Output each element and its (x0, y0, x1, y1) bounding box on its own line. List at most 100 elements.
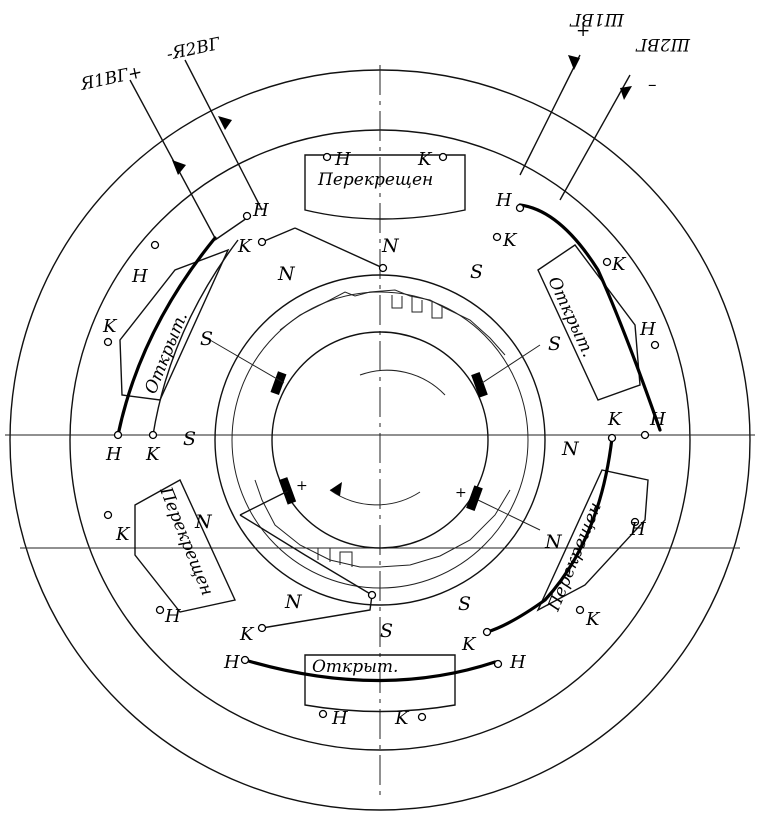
label-ul-h2: H (131, 266, 148, 287)
terminal-left-k (148, 430, 158, 440)
terminal-ur2-k (602, 257, 612, 267)
label-bl-h: H (223, 652, 240, 673)
pole-label-s-left: S (183, 428, 196, 450)
terminal-lr-h (630, 517, 640, 527)
pole-label-s-bottom: S (380, 620, 393, 642)
coil-label-top: Перекрещен (317, 170, 433, 190)
pole-upper-left (119, 248, 230, 401)
pole-upper-right (537, 244, 641, 401)
lead-sign-sh1: + (576, 21, 590, 41)
label-left-h: H (105, 444, 122, 465)
terminal-lr-h2 (493, 659, 503, 669)
terminal-top-k (438, 152, 448, 162)
coil-label-lower-right: Перекрещен (544, 500, 606, 615)
terminal-bottom-h (318, 709, 328, 719)
rotation-arrow-icon (330, 482, 342, 496)
pole-label-n-top: N (381, 235, 400, 257)
sh1-lead-wire (519, 54, 581, 176)
pole-lower-right (536, 469, 649, 612)
rotation-arc (329, 489, 421, 506)
label-ur-k: K (502, 230, 518, 251)
label-ll-k: K (115, 524, 131, 545)
label-lr-h2: H (509, 652, 526, 673)
armature-outer (231, 291, 529, 589)
wire-upper-left-k (152, 239, 239, 436)
lead-label-ya1: Я1ВГ+ (78, 62, 144, 95)
sh2-lead-wire (559, 74, 631, 201)
lead-label-sh1: Ш1ВГ (569, 9, 625, 29)
terminal-ur-h2 (650, 340, 660, 350)
terminal-ul-k (257, 237, 267, 247)
label-ll-h: H (164, 606, 181, 627)
brush-ul-lead (209, 339, 285, 384)
terminal-top-h (322, 152, 332, 162)
brush-lr-lead (477, 499, 541, 531)
lead-sign-sh2: – (648, 75, 657, 95)
label-lr-k2: K (461, 634, 477, 655)
label-ul-k2: K (102, 316, 118, 337)
brush-upper-right (471, 372, 488, 398)
terminal-ur-k (492, 232, 502, 242)
terminal-bottom-k (417, 712, 427, 722)
label-ur-h2: H (639, 319, 656, 340)
commutator (271, 331, 489, 549)
terminal-right-h (640, 430, 650, 440)
ya1-lead-wire (129, 79, 216, 239)
label-top-h: H (334, 149, 351, 170)
coil-label-bottom: Открыт. (312, 657, 398, 677)
label-ur-h: H (495, 190, 512, 211)
terminal-ll-h (155, 605, 165, 615)
pole-label-n-bottom-left: N (284, 591, 303, 613)
link-to-n-top (294, 227, 384, 269)
rotation-arc-top (359, 369, 446, 396)
terminal-ul-k2 (103, 337, 113, 347)
ya2-lead-wire (184, 59, 263, 211)
label-lr-h: H (629, 519, 646, 540)
wire-bottom (243, 658, 497, 683)
pole-lower-left (134, 479, 236, 613)
lead-label-ya2: -Я2ВГ (165, 34, 223, 65)
label-ul-h: H (252, 200, 269, 221)
terminal-ll-k (103, 510, 113, 520)
label-bottom-h: H (331, 708, 348, 729)
terminal-ur-h (515, 203, 525, 213)
label-left-k: K (145, 444, 161, 465)
wire-upper-left-h (116, 236, 217, 437)
armature-winding-lower (254, 479, 511, 568)
pole-label-n-lower-right-brush: N (544, 531, 563, 553)
pole-label-n-upper-left: N (277, 263, 296, 285)
k-to-top-link (261, 227, 296, 243)
terminal-brush-bottom (367, 590, 377, 600)
pole-label-s-left-brush: S (200, 328, 213, 350)
label-right-k: K (607, 409, 623, 430)
pole-label-s-top-right: S (470, 261, 483, 283)
brush-ur-lead (481, 344, 541, 384)
brush-ll-lead (239, 490, 289, 516)
wire-bottom-k-to-brush (261, 594, 373, 629)
brush-plus-left: + (296, 478, 308, 494)
lead-label-sh2: Ш2ВГ (635, 34, 691, 54)
pole-label-n-lower-left: N (194, 511, 213, 533)
coil-label-upper-left: Открыт. (141, 309, 192, 397)
label-lr-k: K (585, 609, 601, 630)
label-ul-k: K (237, 236, 253, 257)
brush-plus-right: + (455, 485, 467, 501)
terminal-ul2 (150, 240, 160, 250)
terminal-lr-k2 (482, 627, 492, 637)
armature-winding-upper (279, 289, 506, 356)
pole-face-ring (214, 274, 546, 606)
wire-lower-right (485, 436, 614, 634)
pole-top (304, 154, 466, 220)
terminal-n-top (378, 263, 388, 273)
commutator-bars-bottom (317, 547, 353, 567)
pole-label-n-right: N (561, 438, 580, 460)
label-ur2-k: K (611, 254, 627, 275)
terminal-right-k (607, 433, 617, 443)
terminal-group (103, 152, 660, 722)
terminal-bl-k (257, 623, 267, 633)
brush-upper-left (270, 371, 287, 396)
wire-brush-ll (239, 514, 373, 596)
pole-label-s-right-brush: S (548, 333, 561, 355)
label-right-h: H (649, 409, 666, 430)
